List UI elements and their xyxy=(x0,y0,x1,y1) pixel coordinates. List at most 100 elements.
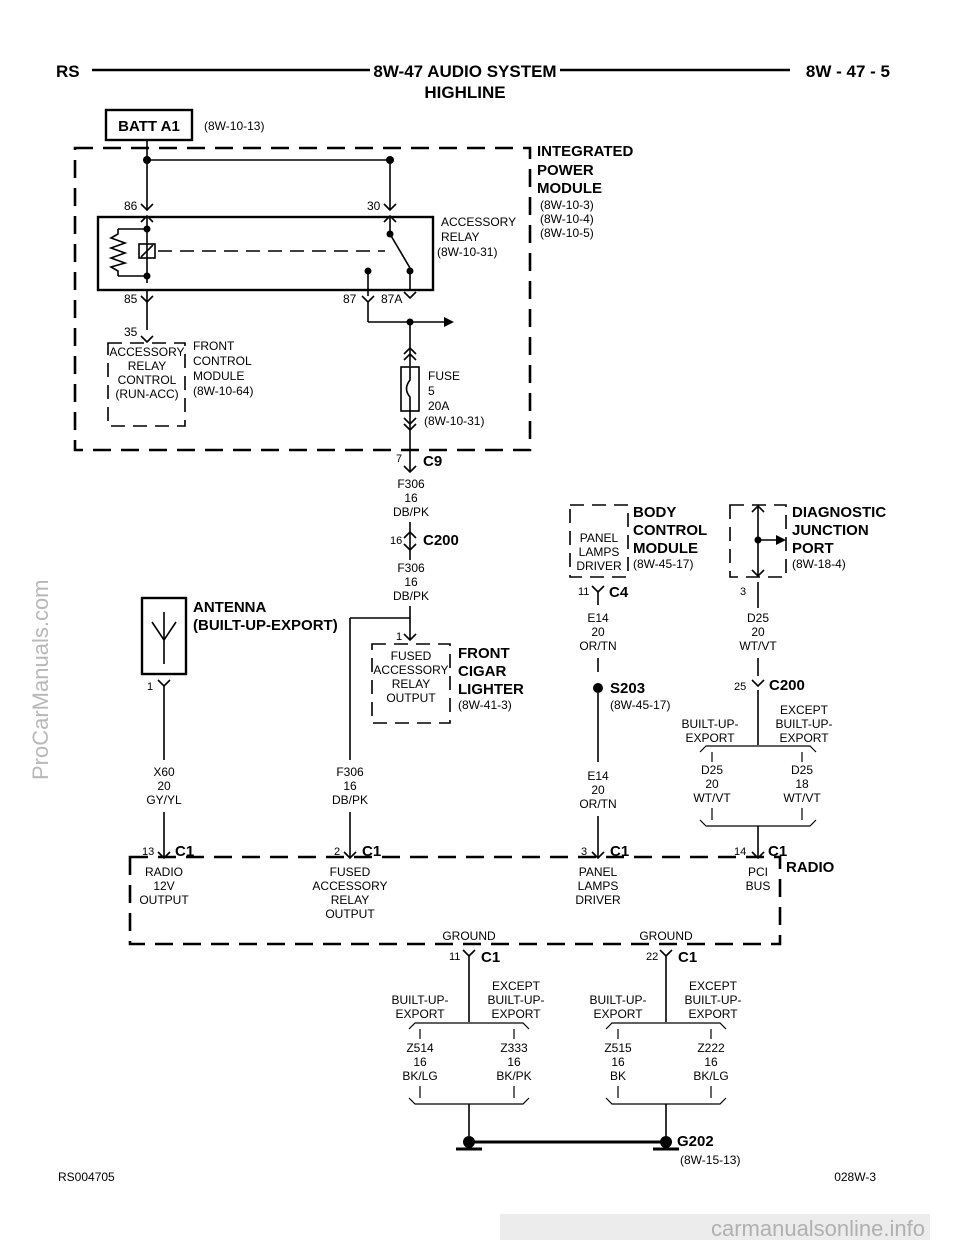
cigar-title-2: CIGAR xyxy=(458,663,507,680)
bcm-title-1: BODY xyxy=(633,504,676,521)
antenna-box xyxy=(140,596,188,676)
f306-wire-gauge-2: 16 xyxy=(404,575,418,589)
cigar-title-1: FRONT xyxy=(458,645,510,662)
d25-wire-color: WT/VT xyxy=(739,639,777,653)
fcm-title-1: FRONT xyxy=(193,339,235,353)
f306-wire-id-2: F306 xyxy=(397,561,425,575)
pin2-function-1: FUSED xyxy=(330,865,371,879)
cigar-function-3: RELAY xyxy=(392,677,430,691)
d25-option-a-id: D25 xyxy=(701,763,723,777)
c9-connector: C9 xyxy=(423,453,442,470)
relay-coil-symbol xyxy=(138,243,156,259)
front-control-module: 35 ACCESSORY RELAY CONTROL (RUN-ACC) FRO… xyxy=(107,325,253,427)
ground-dot-right xyxy=(660,1136,672,1148)
accessory-relay-box xyxy=(96,215,435,292)
djp-title-3: PORT xyxy=(792,540,834,557)
radio: RADIO 13 C1 RADIO 12V OUTPUT 2 C1 FUSED … xyxy=(128,843,835,966)
f306-wire-gauge-3: 16 xyxy=(343,779,357,793)
f306-wire-color-3: DB/PK xyxy=(332,793,368,807)
pin2-function-4: OUTPUT xyxy=(325,907,375,921)
batt-a1-ref: (8W-10-13) xyxy=(204,119,264,133)
fcm-ref: (8W-10-64) xyxy=(193,384,253,398)
radio-pin-3: 3 xyxy=(581,846,587,858)
gnd22-option-b-2: BUILT-UP- xyxy=(684,993,741,1007)
page-header: RS 8W-47 AUDIO SYSTEM HIGHLINE 8W - 47 -… xyxy=(56,62,890,102)
pin2-function-3: RELAY xyxy=(331,893,369,907)
d25-option-b-color: WT/VT xyxy=(783,791,821,805)
ipm-title-3: MODULE xyxy=(537,180,602,197)
radio-pin-2: 2 xyxy=(334,846,340,858)
radio-outline xyxy=(128,855,782,946)
s203-splice: S203 xyxy=(610,680,645,697)
fcm-function-2: RELAY xyxy=(128,359,166,373)
g202-label: G202 xyxy=(677,1133,714,1150)
d25-wire-id: D25 xyxy=(747,611,769,625)
radio-title: RADIO xyxy=(786,859,835,876)
pin22-function: GROUND xyxy=(639,929,693,943)
gnd22-option-b-1: EXCEPT xyxy=(689,979,738,993)
fcm-function-3: CONTROL xyxy=(118,373,177,387)
x60-wire-gauge: 20 xyxy=(157,779,171,793)
pin-86-label: 86 xyxy=(124,199,138,213)
pin14-function-2: BUS xyxy=(746,879,771,893)
djp-option-b-2: BUILT-UP- xyxy=(775,717,832,731)
fuse-ref: (8W-10-31) xyxy=(424,414,484,428)
c4-connector: C4 xyxy=(609,584,629,601)
bcm-function-1: PANEL xyxy=(580,531,619,545)
gnd22-bracket-bottom xyxy=(605,1097,727,1105)
ipm-ref-2: (8W-10-4) xyxy=(540,212,594,226)
djp-option-b-1: EXCEPT xyxy=(780,703,829,717)
z333-wire-id: Z333 xyxy=(500,1041,528,1055)
e14-wire-id-1: E14 xyxy=(587,611,609,625)
djp-ref: (8W-18-4) xyxy=(792,557,846,571)
c200-pin-25: 25 xyxy=(734,681,746,693)
cigar-function-4: OUTPUT xyxy=(386,691,436,705)
pin3-function-2: LAMPS xyxy=(578,879,619,893)
relay-switch-blade xyxy=(389,233,411,269)
c9-pin: 7 xyxy=(396,453,402,465)
z333-wire-color: BK/PK xyxy=(496,1069,531,1083)
e14-wire-gauge-1: 20 xyxy=(591,625,605,639)
footer-code: 028W-3 xyxy=(834,1170,876,1184)
djp-option-b-3: EXPORT xyxy=(779,731,829,745)
fcm-pin-35: 35 xyxy=(124,325,138,339)
antenna-title: ANTENNA xyxy=(193,599,266,616)
x60-wire-color: GY/YL xyxy=(146,793,182,807)
djp-option-a-1: BUILT-UP- xyxy=(681,717,738,731)
fcm-function-1: ACCESSORY xyxy=(109,345,184,359)
diagnostic-junction-port: DIAGNOSTIC JUNCTION PORT (8W-18-4) 3 D25… xyxy=(681,504,886,858)
radio-pin-14: 14 xyxy=(734,846,746,858)
pin-30-symbol xyxy=(383,203,397,212)
bottom-watermark-band xyxy=(500,1214,930,1240)
z515-wire-id: Z515 xyxy=(604,1041,632,1055)
z515-wire-gauge: 16 xyxy=(611,1055,625,1069)
body-control-module: PANEL LAMPS DRIVER BODY CONTROL MODULE (… xyxy=(569,504,707,858)
relay-ref: (8W-10-31) xyxy=(437,245,497,259)
pin13-function-1: RADIO xyxy=(145,865,183,879)
ipm-outline xyxy=(73,146,532,452)
antenna-pin-1: 1 xyxy=(147,681,153,693)
djp-title-1: DIAGNOSTIC xyxy=(792,504,886,521)
batt-a1: BATT A1 (8W-10-13) xyxy=(104,108,264,148)
pin11-function: GROUND xyxy=(442,929,496,943)
fcm-function-4: (RUN-ACC) xyxy=(115,387,178,401)
gnd22-option-b-3: EXPORT xyxy=(688,1007,738,1021)
z514-wire-id: Z514 xyxy=(406,1041,434,1055)
z515-wire-color: BK xyxy=(610,1069,626,1083)
ipm-ref-3: (8W-10-5) xyxy=(540,226,594,240)
d25-option-a-color: WT/VT xyxy=(693,791,731,805)
f306-wire-color-1: DB/PK xyxy=(393,505,429,519)
radio-pin-11: 11 xyxy=(449,951,460,963)
f306-circuit: 7 C9 F306 16 DB/PK 16 C200 F306 16 DB/PK xyxy=(349,453,459,760)
cigar-function-1: FUSED xyxy=(391,649,432,663)
cigar-lighter-outline xyxy=(371,643,451,724)
bcm-title-2: CONTROL xyxy=(633,522,707,539)
relay-label-2: RELAY xyxy=(441,230,479,244)
fuse-number: 5 xyxy=(428,384,435,398)
front-cigar-lighter: 1 FUSED ACCESSORY RELAY OUTPUT FRONT CIG… xyxy=(332,631,524,858)
d25-wire-gauge: 20 xyxy=(751,625,765,639)
d25-option-b-gauge: 18 xyxy=(795,777,809,791)
z514-wire-color: BK/LG xyxy=(402,1069,437,1083)
djp-option-bracket-top xyxy=(699,745,817,753)
